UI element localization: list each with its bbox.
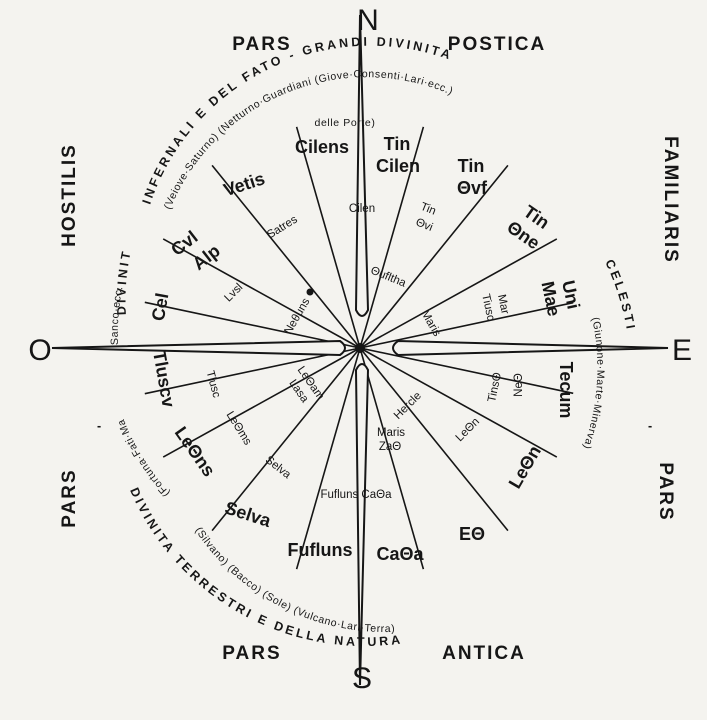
cardinal-east: E — [672, 334, 692, 367]
deity-tin-thvf-1: Tin — [458, 156, 485, 176]
inner-neth: NeΘ — [513, 373, 525, 397]
spoke-line — [359, 238, 558, 349]
deity-fufluns: Fufluns — [288, 540, 353, 560]
deity-vetis: Vetis — [221, 168, 267, 200]
arc-top-sub2: delle Porte) — [315, 117, 376, 129]
arc-right-sub: (Giunone·Marte·Minerva) — [580, 316, 606, 451]
inner-lvsl: Lvsl — [222, 281, 245, 304]
spoke-line — [162, 238, 361, 349]
spoke-line — [359, 164, 509, 349]
inner-mar-1: Mar — [495, 293, 511, 315]
spoke-line — [359, 347, 558, 458]
arc-right-title: CELESTI — [602, 257, 638, 332]
deity-eth: EΘ — [459, 524, 485, 544]
marker-dot — [306, 288, 314, 296]
cardinal-north: N — [357, 4, 379, 37]
inner-nethuns: Neθuns — [282, 296, 312, 337]
deity-tin-cilen-1: Tin — [384, 134, 411, 154]
inner-tin-thvi-1: Tin — [419, 201, 438, 218]
inner-thufltha: Θufltha — [369, 265, 408, 290]
inner-tha: ZaΘ — [379, 441, 401, 453]
inner-cilen: Cilen — [349, 203, 375, 215]
quadrant-pars-bottom: PARS — [222, 643, 281, 664]
deity-cilens: Cilens — [295, 137, 349, 157]
spoke-line — [359, 347, 509, 532]
spoke-line — [162, 347, 361, 458]
inner-maris-lower: Maris — [377, 427, 405, 439]
inner-tlusc: Tlusc — [204, 369, 223, 399]
quadrant-postica: POSTICA — [448, 34, 546, 55]
inner-selva: Selva — [263, 454, 294, 482]
deity-lethns: LeΘns — [171, 423, 220, 480]
deity-tin-cilen-2: Cilen — [376, 156, 420, 176]
inner-hercle: Hercle — [392, 390, 424, 422]
deity-selva: Selva — [222, 498, 274, 532]
deity-tluscv: Tluscv — [149, 349, 179, 409]
deity-lethn-r: LeΘn — [505, 442, 545, 492]
spoke-line — [359, 301, 574, 349]
spoke-line — [144, 347, 361, 395]
spoke-line — [211, 347, 361, 532]
spoke-line — [295, 347, 361, 570]
inner-mar-2: Tiusc — [479, 293, 496, 322]
arc-left-dash: - — [97, 419, 104, 433]
inner-satres: Satres — [265, 213, 300, 241]
spoke-line — [144, 301, 361, 349]
arc-right-dash: - — [648, 419, 655, 433]
cardinal-west: O — [28, 334, 51, 367]
arc-left-sub2: (Fortuna·Fati·Mani· — [0, 0, 172, 499]
inner-tin-thvi-2: Θvi — [414, 216, 434, 234]
spoke-lines — [144, 126, 574, 570]
spoke-line — [359, 126, 425, 349]
quadrant-pars-right: PARS — [655, 462, 676, 521]
spoke-line — [359, 347, 574, 395]
quadrant-familiaris: FAMILIARIS — [660, 136, 681, 264]
compass-needles — [51, 14, 669, 686]
deity-tin-thvf-2: Θvf — [457, 178, 488, 198]
quadrant-pars-top: PARS — [232, 34, 291, 55]
spoke-line — [295, 126, 361, 349]
cardinal-south: S — [352, 662, 372, 695]
quadrant-hostilis: HOSTILIS — [59, 143, 80, 247]
deity-cel: Cel — [148, 291, 173, 322]
inner-fufluns-catha: Fufluns CaΘa — [321, 489, 393, 501]
spoke-line — [211, 164, 361, 349]
deity-tecum: Tecum — [556, 362, 576, 419]
quadrant-antica: ANTICA — [442, 643, 526, 664]
inner-lethn: LeΘn — [454, 416, 482, 444]
spoke-line — [359, 347, 425, 570]
quadrant-pars-left: PARS — [59, 468, 80, 527]
deity-catha: CaΘa — [376, 544, 424, 564]
